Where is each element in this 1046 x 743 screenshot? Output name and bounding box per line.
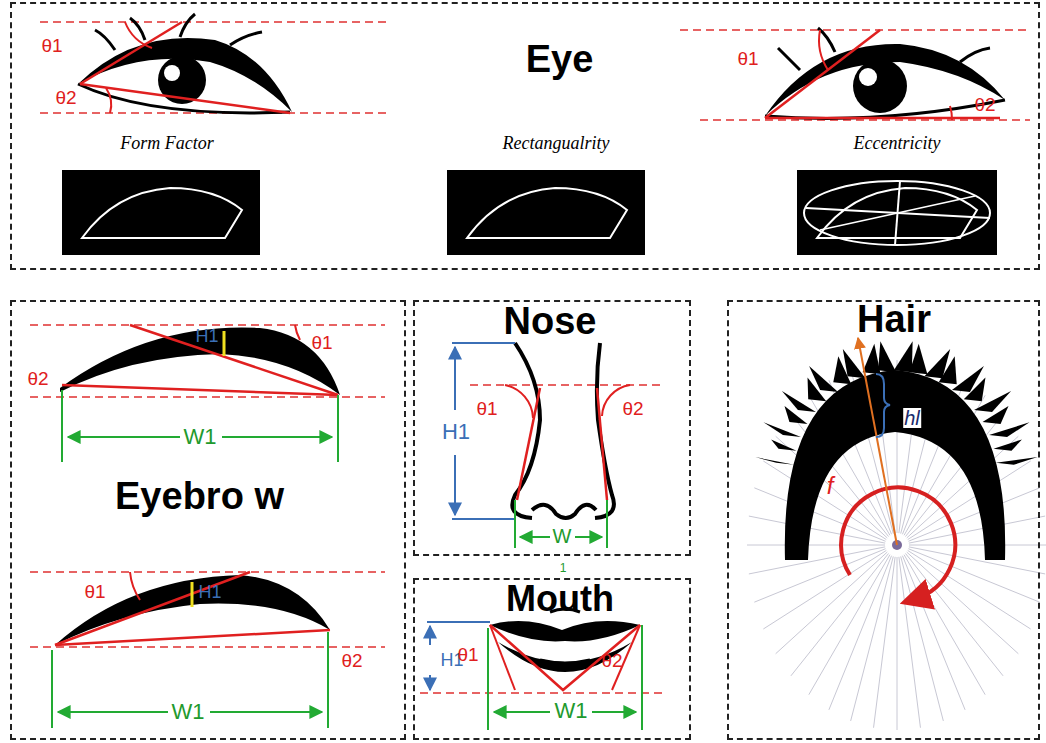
panel-title: Eyebro w <box>112 477 287 517</box>
measure-label: θ2 <box>600 651 623 670</box>
measure-label: W1 <box>171 701 206 723</box>
eyebrow-bottom <box>30 572 385 728</box>
measure-label: θ1 <box>456 645 479 664</box>
measure-label: f <box>826 474 835 498</box>
measure-label: θ2 <box>26 369 49 388</box>
panel-title: Eye <box>512 40 607 80</box>
measure-label: 1 <box>559 562 568 574</box>
measure-label: H1 <box>441 421 471 443</box>
measure-label: θ2 <box>54 88 77 107</box>
measure-label: θ1 <box>736 49 759 68</box>
measure-label: θ2 <box>340 651 363 670</box>
measure-label: W <box>552 526 573 546</box>
eyebrow-top <box>30 325 385 462</box>
measure-label: θ2 <box>973 95 996 114</box>
feature-panel: Hair <box>727 300 1040 740</box>
measure-label: θ1 <box>310 333 333 352</box>
shape-caption: Form Factor <box>119 134 215 152</box>
eye-right <box>680 28 1030 120</box>
shape-thumbnails <box>62 170 997 255</box>
measure-label: θ2 <box>621 399 644 418</box>
eye-left <box>40 14 390 113</box>
shape-caption: Rectangualrity <box>502 134 611 152</box>
feature-panel: Eyebro w <box>10 300 406 740</box>
measure-label: W1 <box>183 426 218 448</box>
shape-caption: Eccentricity <box>853 134 942 152</box>
nose-drawing <box>452 343 665 548</box>
panel-title: Nose <box>475 302 625 342</box>
panel-title: Mouth <box>480 580 640 618</box>
measure-label: hl <box>903 408 921 428</box>
measure-label: H1 <box>197 583 222 601</box>
measure-label: θ1 <box>40 36 63 55</box>
panel-title: Hair <box>844 300 944 340</box>
measure-label: H1 <box>194 327 219 345</box>
hair-drawing <box>755 338 1037 599</box>
measure-label: θ1 <box>475 399 498 418</box>
measure-label: θ1 <box>83 582 106 601</box>
mouth-drawing <box>420 609 665 730</box>
measure-label: W1 <box>554 700 589 722</box>
